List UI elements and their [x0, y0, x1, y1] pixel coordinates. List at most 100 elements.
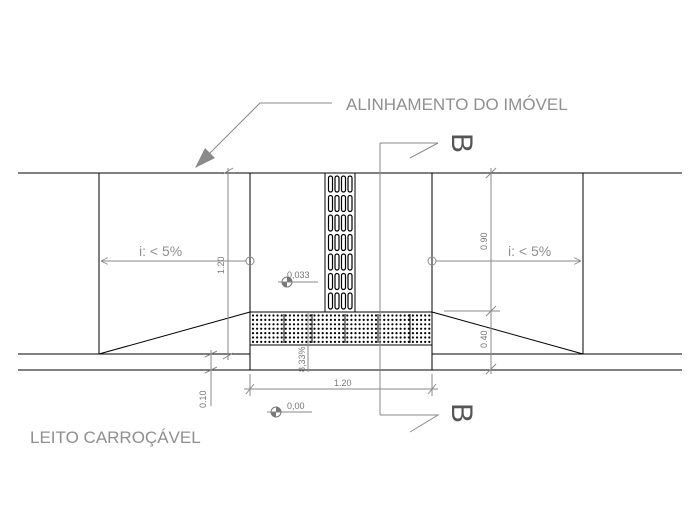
tactile-dot: [374, 327, 378, 330]
tactile-dot: [342, 327, 345, 330]
tactile-dot: [305, 323, 308, 326]
tactile-dot: [403, 340, 406, 343]
directional-bar: [340, 272, 347, 291]
tactile-dot: [288, 314, 291, 317]
directional-bar: [347, 272, 353, 291]
tactile-dot: [362, 314, 365, 317]
tactile-dot: [362, 340, 365, 343]
tactile-dot: [251, 336, 255, 339]
tactile-dot: [321, 336, 324, 339]
tactile-dot: [350, 327, 353, 330]
tactile-dot: [370, 336, 373, 339]
tactile-dot: [407, 318, 410, 321]
tactile-dot: [342, 340, 345, 343]
tactile-dot: [264, 332, 267, 335]
tactile-dot: [366, 336, 369, 339]
tactile-dot: [256, 327, 259, 330]
tactile-dot: [313, 318, 316, 321]
tactile-dot: [362, 318, 365, 321]
tactile-dot: [411, 340, 414, 343]
tactile-dot: [264, 323, 267, 326]
tactile-dot: [297, 323, 300, 326]
tactile-dot: [358, 340, 361, 343]
tactile-dot: [411, 314, 414, 317]
tactile-dot: [309, 340, 312, 343]
tactile-dot: [387, 323, 390, 326]
tactile-dot: [268, 314, 271, 317]
tactile-dot: [358, 314, 361, 317]
tactile-dot: [391, 314, 394, 317]
section-cut-top-mark: [380, 142, 439, 159]
tactile-dot: [272, 327, 275, 330]
tactile-dot: [256, 318, 259, 321]
tactile-dot: [424, 318, 427, 321]
tactile-dot: [333, 323, 337, 326]
tactile-dot: [428, 332, 431, 335]
tactile-dot: [272, 340, 275, 343]
section-cut-bottom-mark: [380, 414, 440, 433]
tactile-dot: [415, 323, 419, 326]
tactile-dots: [251, 314, 431, 343]
directional-bar: [340, 175, 347, 193]
tactile-dot: [370, 323, 373, 326]
tactile-dot: [395, 314, 398, 317]
tactile-dot: [260, 318, 263, 321]
slope-origin-left: [245, 256, 255, 266]
tactile-dot: [301, 314, 304, 317]
directional-bars: [327, 175, 353, 310]
directional-bar: [334, 194, 340, 213]
tactile-dot: [333, 314, 337, 317]
tactile-dot: [329, 332, 332, 335]
level-label-lower: 0,00: [287, 401, 305, 411]
tactile-dot: [399, 340, 402, 343]
tactile-dot: [387, 318, 390, 321]
tactile-dot: [280, 332, 283, 335]
tactile-dot: [333, 340, 337, 343]
tactile-dot: [276, 336, 279, 339]
tactile-dot: [342, 332, 345, 335]
tactile-dot: [256, 336, 259, 339]
tactile-dot: [260, 327, 263, 330]
tactile-dot: [301, 323, 304, 326]
tactile-dot: [338, 336, 341, 339]
tactile-dot: [387, 340, 390, 343]
tactile-dot: [272, 314, 275, 317]
directional-bar: [347, 292, 353, 310]
tactile-dividers: [283, 314, 411, 343]
tactile-dot: [276, 318, 279, 321]
tactile-dot: [420, 327, 423, 330]
tactile-dot: [309, 327, 312, 330]
tactile-dot: [387, 332, 390, 335]
roadway-label: LEITO CARROÇÁVEL: [30, 428, 201, 447]
tactile-dot: [321, 318, 324, 321]
tactile-dot: [383, 318, 386, 321]
tactile-dot: [424, 323, 427, 326]
tactile-dot: [297, 332, 300, 335]
tactile-dot: [383, 323, 386, 326]
tactile-dot: [260, 336, 263, 339]
tactile-dot: [305, 318, 308, 321]
tactile-dot: [358, 327, 361, 330]
tactile-dot: [420, 332, 423, 335]
directional-bar: [327, 253, 334, 271]
directional-bar: [334, 175, 340, 193]
tactile-dot: [251, 332, 255, 335]
tactile-dot: [395, 332, 398, 335]
tactile-dot: [391, 332, 394, 335]
tactile-dot: [297, 327, 300, 330]
tactile-dot: [260, 332, 263, 335]
directional-bar: [327, 175, 334, 193]
tactile-dot: [321, 340, 324, 343]
tactile-dot: [362, 336, 365, 339]
tactile-dot: [272, 318, 275, 321]
tactile-dot: [358, 318, 361, 321]
tactile-dot: [354, 336, 357, 339]
tactile-dot: [280, 340, 283, 343]
tactile-dot: [411, 332, 414, 335]
tactile-dot: [362, 323, 365, 326]
tactile-dot: [411, 327, 414, 330]
tactile-dot: [362, 332, 365, 335]
level-marker-lower: [267, 406, 312, 418]
directional-bar: [347, 194, 353, 213]
tactile-dot: [297, 318, 300, 321]
